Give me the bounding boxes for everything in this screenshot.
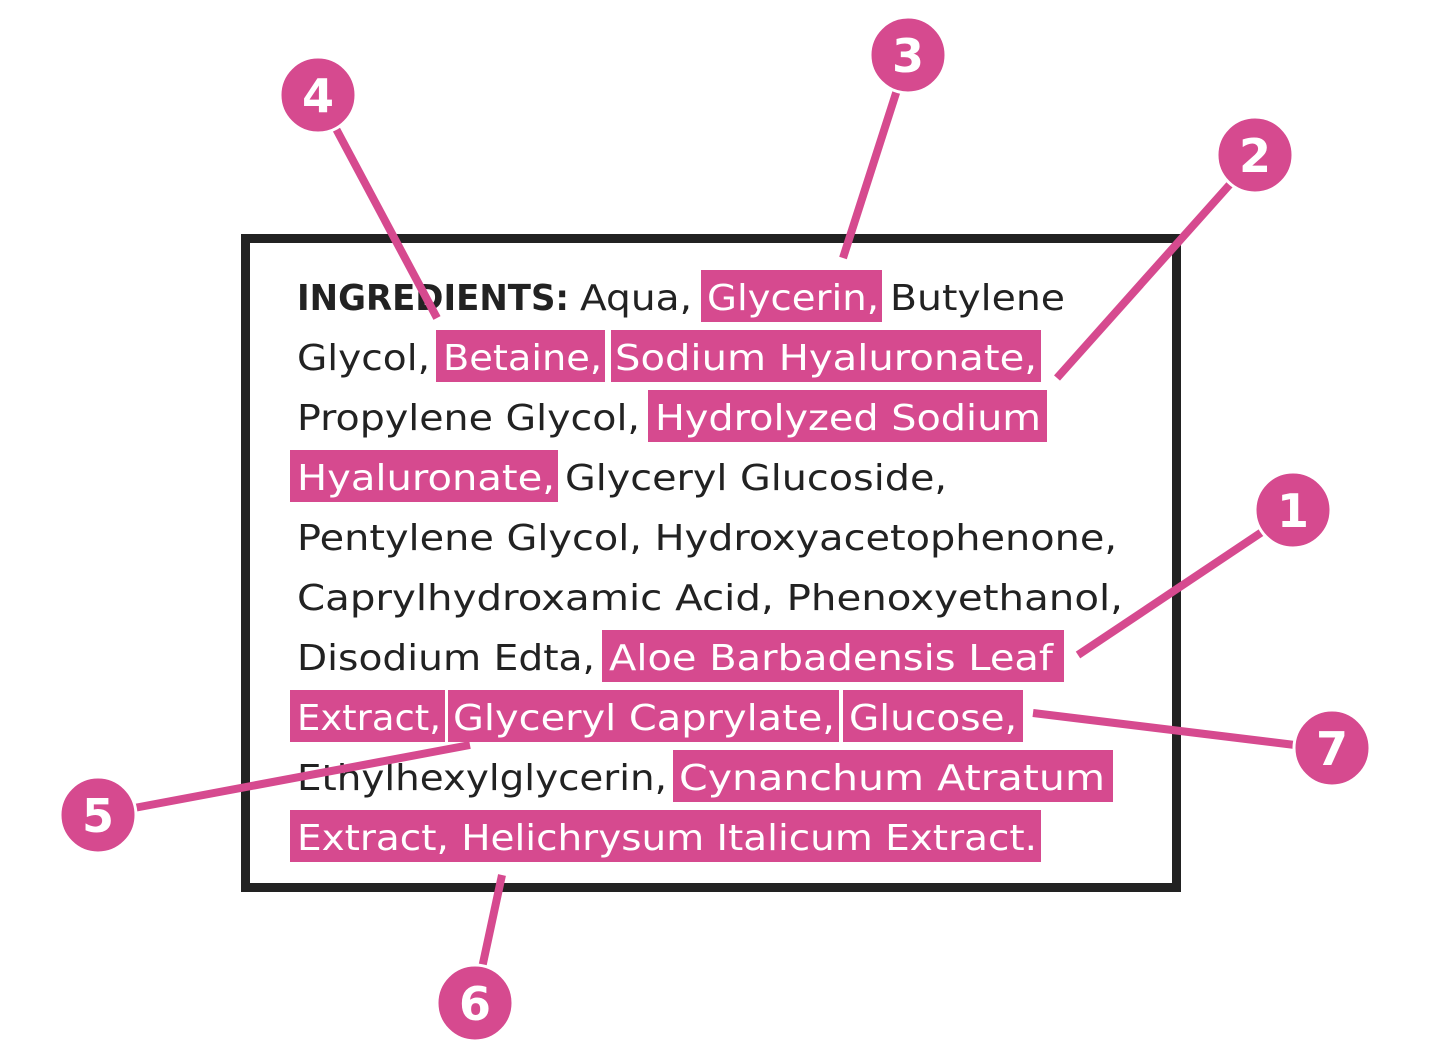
- ingredient: Caprylhydroxamic Acid, Phenoxyethanol,: [297, 578, 1123, 619]
- callout-2: 2: [1215, 115, 1295, 195]
- callout-number: 1: [1277, 484, 1309, 538]
- ingredient: Butylene: [890, 278, 1065, 319]
- ingredient-highlighted: Hydrolyzed Sodium: [655, 398, 1041, 439]
- highlight-aloe: [602, 630, 1064, 682]
- ingredient: Glyceryl Glucoside,: [565, 458, 947, 499]
- ingredient-highlighted: Glyceryl Caprylate,: [453, 698, 835, 739]
- ingredient-highlighted: Extract,: [297, 698, 441, 739]
- callout-line-6: [478, 874, 506, 969]
- highlight-extract: [290, 690, 445, 742]
- highlight-cynanchum: [673, 750, 1113, 802]
- callout-1: 1: [1253, 470, 1333, 550]
- ingredient: Glycol,: [297, 338, 430, 379]
- callout-lines: [133, 88, 1296, 969]
- callout-number: 6: [459, 977, 491, 1031]
- callout-line-4: [330, 123, 441, 320]
- callout-number: 7: [1316, 722, 1348, 776]
- callout-4: 4: [278, 55, 358, 135]
- highlight-hydrolyzed-sodium: [648, 390, 1047, 442]
- ingredient-highlighted: Cynanchum Atratum: [679, 758, 1105, 799]
- highlight-glyceryl-caprylate: [448, 690, 839, 742]
- highlight-betaine: [436, 330, 605, 382]
- callout-7: 7: [1292, 708, 1372, 788]
- highlight-hyaluronate: [290, 450, 558, 502]
- callout-number: 5: [82, 789, 114, 843]
- ingredient-highlighted: Sodium Hyaluronate,: [615, 338, 1037, 379]
- callout-line-3: [839, 88, 901, 260]
- callout-number: 2: [1239, 129, 1271, 183]
- callout-5: 5: [58, 775, 138, 855]
- callout-line-1: [1075, 528, 1265, 659]
- ingredient-highlighted: Glucose,: [849, 698, 1017, 739]
- highlight-helichrysum: [290, 810, 1041, 862]
- ingredient-highlighted: Hyaluronate,: [297, 458, 555, 499]
- highlights: [290, 270, 1113, 862]
- callout-number: 3: [892, 29, 924, 83]
- ingredient-highlighted: Betaine,: [443, 338, 602, 379]
- callout-3: 3: [868, 15, 948, 95]
- highlight-glucose: [843, 690, 1023, 742]
- ingredient-highlighted: Aloe Barbadensis Leaf: [609, 638, 1054, 679]
- highlight-sodium-hyaluronate: [611, 330, 1041, 382]
- ingredient-highlighted: Extract, Helichrysum Italicum Extract.: [297, 818, 1037, 859]
- ingredient: Aqua,: [580, 278, 692, 319]
- ingredient: Propylene Glycol,: [297, 398, 640, 439]
- highlight-glycerin: [701, 270, 882, 322]
- callout-6: 6: [435, 963, 515, 1043]
- ingredient: Disodium Edta,: [297, 638, 595, 679]
- ingredient-highlighted: Glycerin,: [707, 278, 879, 319]
- callout-line-7: [1032, 709, 1296, 749]
- ingredient: Pentylene Glycol, Hydroxyacetophenone,: [297, 518, 1117, 559]
- callout-line-5: [133, 741, 471, 812]
- callout-line-2: [1054, 179, 1235, 381]
- callout-number: 4: [302, 69, 334, 123]
- ingredient-text: INGREDIENTS: Aqua, Glycerin, Butylene Gl…: [297, 278, 1123, 859]
